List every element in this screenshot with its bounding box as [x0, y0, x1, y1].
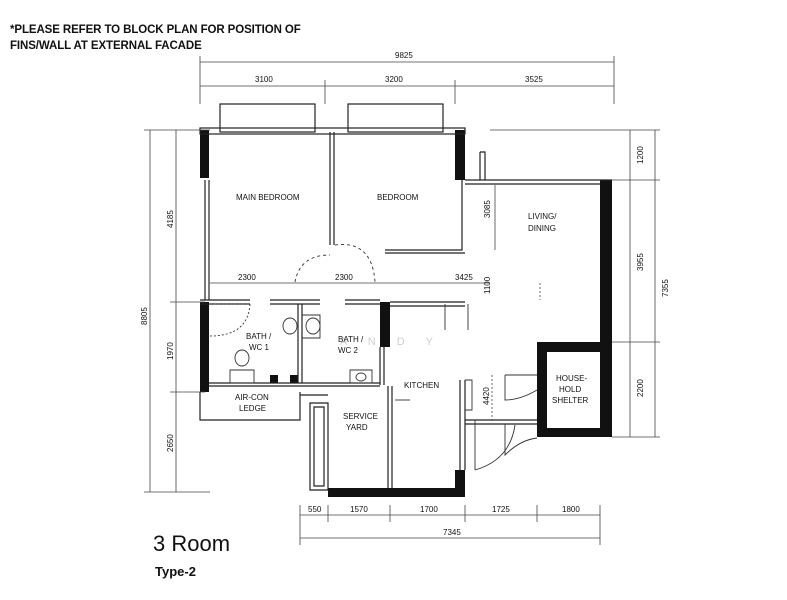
room-main-bedroom: MAIN BEDROOM [236, 193, 300, 202]
facade-note: *PLEASE REFER TO BLOCK PLAN FOR POSITION… [10, 22, 301, 54]
room-bath1-line-2: WC 1 [249, 343, 270, 352]
dim-bottom-5: 1800 [562, 505, 580, 514]
dim-right-1: 1200 [636, 146, 645, 164]
wall-lines [199, 103, 612, 491]
watermark: A N D Y [340, 336, 442, 348]
dim-inner-4420: 4420 [482, 387, 491, 405]
room-bath2-line-1: BATH / [338, 335, 364, 344]
dim-top-1: 3100 [255, 75, 273, 84]
room-household-line-2: HOLD [559, 385, 581, 394]
dim-top-2: 3200 [385, 75, 403, 84]
dim-inner-3085: 3085 [483, 200, 492, 218]
dim-bottom-3: 1700 [420, 505, 438, 514]
dimension-labels: 9825 3100 3200 3525 2300 2300 3425 550 1… [140, 51, 670, 537]
note-line-2: FINS/WALL AT EXTERNAL FACADE [10, 40, 202, 52]
plan-subtitle: Type-2 [155, 564, 196, 579]
room-labels: MAIN BEDROOM BEDROOM LIVING/ DINING BATH… [235, 193, 589, 432]
dim-left-total: 8805 [140, 307, 149, 325]
room-living-line-1: LIVING/ [528, 212, 557, 221]
note-line-1: *PLEASE REFER TO BLOCK PLAN FOR POSITION… [10, 24, 301, 36]
dim-right-2: 3955 [636, 253, 645, 271]
dim-mid-3: 3425 [455, 273, 473, 282]
room-bedroom: BEDROOM [377, 193, 419, 202]
dim-bottom-4: 1725 [492, 505, 510, 514]
dim-left-1: 4185 [166, 210, 175, 228]
room-service-line-2: YARD [346, 423, 368, 432]
dim-left-3: 2650 [166, 434, 175, 452]
room-kitchen: KITCHEN [404, 381, 439, 390]
dim-mid-2: 2300 [335, 273, 353, 282]
dim-right-total: 7355 [661, 279, 670, 297]
fixtures [209, 244, 538, 471]
dim-bottom-1: 550 [308, 505, 322, 514]
dim-left-2: 1970 [166, 342, 175, 360]
dim-bottom-2: 1570 [350, 505, 368, 514]
room-household-line-1: HOUSE- [556, 374, 587, 383]
room-bath1-line-1: BATH / [246, 332, 272, 341]
room-household-line-3: SHELTER [552, 396, 589, 405]
walls [200, 130, 612, 497]
dim-inner-1100: 1100 [483, 276, 492, 294]
dimension-lines [144, 56, 660, 545]
plan-title: 3 Room [153, 531, 231, 556]
room-living-line-2: DINING [528, 224, 556, 233]
room-aircon-line-2: LEDGE [239, 404, 266, 413]
dim-top-3: 3525 [525, 75, 543, 84]
room-bath2-line-2: WC 2 [338, 346, 359, 355]
dim-bottom-total: 7345 [443, 528, 461, 537]
room-aircon-line-1: AIR-CON [235, 393, 269, 402]
dim-mid-1: 2300 [238, 273, 256, 282]
dim-top-total: 9825 [395, 51, 413, 60]
dim-right-3: 2200 [636, 379, 645, 397]
room-service-line-1: SERVICE [343, 412, 378, 421]
